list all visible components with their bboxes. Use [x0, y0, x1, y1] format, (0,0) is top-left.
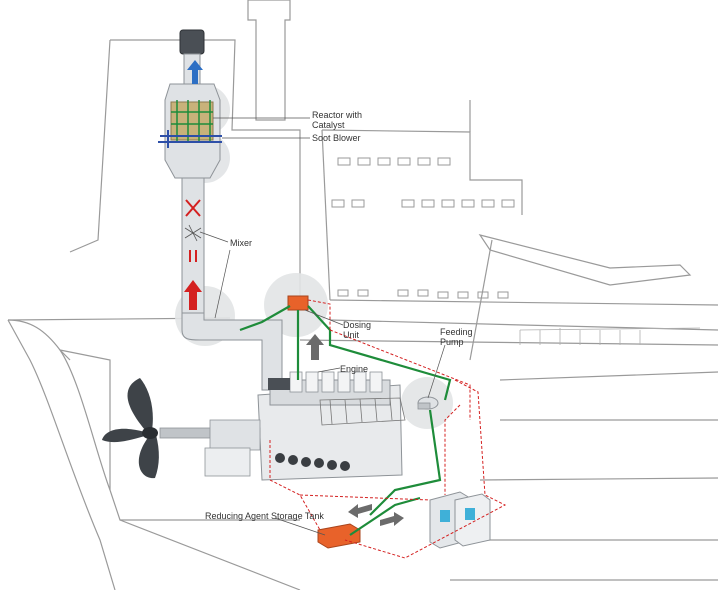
label-reactor: Reactor with Catalyst — [312, 110, 363, 130]
feeding-pump — [417, 396, 439, 410]
blue-up-arrow — [187, 60, 203, 84]
red-dashed-lines — [269, 299, 507, 559]
engine-ports — [275, 453, 350, 471]
control-cabinets — [429, 491, 491, 549]
soot-blower-rods — [158, 130, 222, 148]
label-soot-blower: Soot Blower — [312, 133, 361, 143]
dosing-unit-box — [287, 295, 309, 311]
propeller — [102, 378, 159, 479]
grey-up-arrow — [306, 334, 324, 360]
storage-tank — [317, 523, 361, 549]
green-reductant-lines — [239, 305, 452, 536]
label-mixer: Mixer — [230, 238, 252, 248]
label-feeding-pump: Feeding Pump — [440, 327, 473, 347]
label-dosing-unit: Dosing Unit — [343, 320, 372, 340]
label-engine: Engine — [340, 364, 369, 374]
engine-cylinders — [289, 371, 383, 393]
ship-outline — [7, 0, 718, 590]
engine-railing — [319, 397, 406, 426]
propeller-shaft — [159, 419, 261, 477]
leader-lines — [199, 117, 446, 536]
red-up-arrow — [184, 280, 202, 310]
mixer-vanes — [184, 224, 202, 242]
red-flow-marks — [185, 199, 201, 262]
grey-arrows-tank — [348, 504, 404, 526]
catalyst-grid — [171, 100, 213, 142]
bridge-windows — [331, 157, 515, 299]
railings — [519, 327, 701, 345]
exhaust-stack — [158, 29, 283, 391]
label-storage-tank: Reducing Agent Storage Tank — [205, 511, 324, 521]
engine — [257, 371, 406, 481]
